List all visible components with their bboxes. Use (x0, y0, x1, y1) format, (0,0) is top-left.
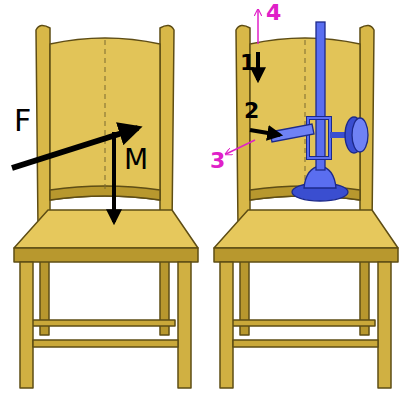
test-device (270, 22, 368, 201)
callout-number: 2 (244, 100, 259, 122)
callout-number: 1 (240, 52, 255, 74)
force-label: F (14, 106, 31, 136)
moment-label: M (124, 146, 148, 174)
callout-number: 4 (266, 2, 281, 24)
callout-number: 3 (210, 150, 225, 172)
